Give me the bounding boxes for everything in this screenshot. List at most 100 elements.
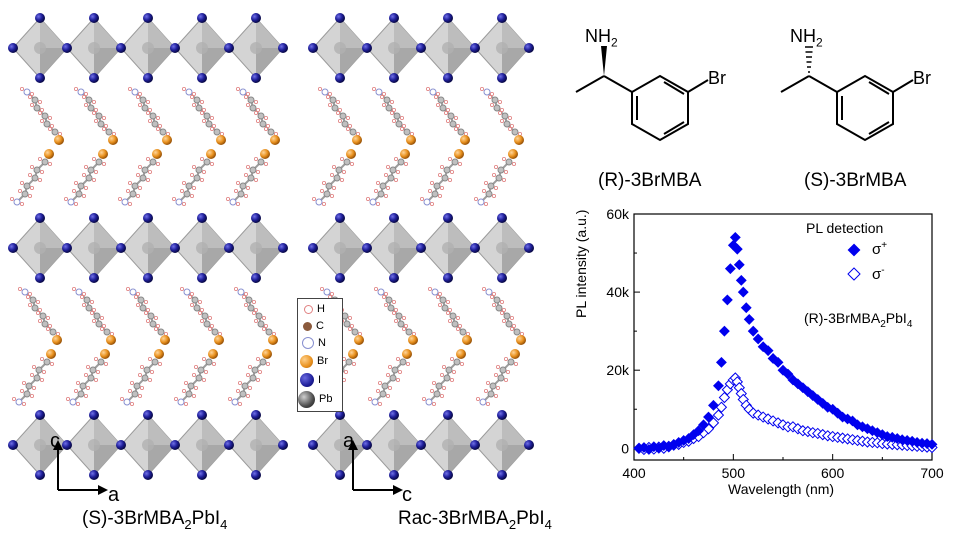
hydrogen-atom [431, 401, 436, 406]
hydrogen-atom [147, 356, 152, 361]
hydrogen-atom [76, 401, 81, 406]
hydrogen-atom [102, 161, 107, 166]
bromine-atom [214, 335, 224, 345]
hydrogen-atom [392, 299, 397, 304]
hydrogen-atom [352, 361, 357, 366]
pb-atom [142, 242, 154, 254]
hydrogen-atom [27, 291, 32, 296]
nitrogen-atom [431, 288, 439, 296]
carbon-atom [333, 174, 341, 182]
hydrogen-atom [237, 401, 242, 406]
carbon-atom [139, 96, 147, 104]
hydrogen-atom [181, 201, 186, 206]
carbon-atom [89, 366, 97, 374]
y-tick-label: 20k [606, 362, 630, 378]
hydrogen-atom [350, 323, 355, 328]
hydrogen-atom [137, 393, 142, 398]
iodide-atom [389, 470, 399, 480]
carbon-atom [33, 166, 41, 174]
sigma-plus-point [743, 314, 755, 325]
iodide-atom [470, 440, 480, 450]
hydrogen-atom [507, 127, 512, 132]
hydrogen-atom [429, 388, 434, 393]
hydrogen-atom [348, 315, 353, 320]
hydrogen-atom [437, 193, 442, 198]
bromine-atom [162, 135, 172, 145]
hydrogen-atom [82, 193, 87, 198]
nitrogen-atom [315, 198, 323, 206]
inorganic-layer [8, 410, 288, 480]
organic-layer [319, 286, 526, 345]
hydrogen-atom [127, 87, 132, 92]
hydrogen-atom [193, 385, 198, 390]
hydrogen-atom [455, 326, 460, 331]
hydrogen-atom [235, 87, 240, 92]
hydrogen-atom [145, 318, 150, 323]
hydrogen-atom [118, 196, 123, 201]
carbon-atom [431, 190, 439, 198]
iodide-atom [443, 213, 453, 223]
hydrogen-atom [145, 156, 150, 161]
iodide-atom [416, 243, 426, 253]
chart-xlabel: Wavelength (nm) [728, 481, 835, 497]
hydrogen-atom [443, 111, 448, 116]
iodide-atom [143, 470, 153, 480]
carbon-atom [195, 166, 203, 174]
hydrogen-atom [253, 111, 258, 116]
carbon-atom [87, 374, 95, 382]
hydrogen-atom [509, 315, 514, 320]
hydrogen-atom [76, 380, 81, 385]
molecule-s-3brmba [780, 46, 914, 142]
hydrogen-atom [473, 196, 478, 201]
iodide-atom [35, 273, 45, 283]
carbon-atom [493, 296, 501, 304]
hydrogen-atom [404, 323, 409, 328]
carbon-atom [379, 182, 387, 190]
carbon-atom [195, 104, 203, 112]
hydrogen-atom [237, 380, 242, 385]
carbon-atom [451, 320, 459, 328]
pb-atom [496, 242, 508, 254]
hydrogen-atom [495, 385, 500, 390]
hydrogen-atom [207, 326, 212, 331]
hydrogen-atom [145, 111, 150, 116]
carbon-atom [133, 382, 141, 390]
carbon-atom [239, 182, 247, 190]
carbon-atom [205, 120, 213, 128]
hydrogen-atom [439, 393, 444, 398]
hydrogen-atom [445, 299, 450, 304]
iodide-atom [308, 440, 318, 450]
carbon-atom [85, 174, 93, 182]
hydrogen-atom [386, 372, 391, 377]
iodide-atom [62, 43, 72, 53]
hydrogen-atom [201, 108, 206, 113]
pb-atom [334, 242, 346, 254]
hydrogen-atom [233, 188, 238, 193]
axis-arrows-middle [348, 440, 403, 495]
hydrogen-atom [157, 124, 162, 129]
hydrogen-atom [493, 393, 498, 398]
sigma-plus-point [731, 243, 743, 255]
carbon-atom [441, 304, 449, 312]
carbon-atom [259, 358, 267, 366]
carbon-atom [149, 112, 157, 120]
hydrogen-atom [32, 385, 37, 390]
pb-atom [496, 439, 508, 451]
carbon-atom [343, 158, 351, 166]
iodide-atom [62, 243, 72, 253]
inorganic-layer [308, 410, 534, 480]
iodide-atom [362, 243, 372, 253]
hydrogen-atom [453, 127, 458, 132]
carbon-atom [77, 182, 85, 190]
carbon-atom [193, 304, 201, 312]
hydrogen-atom [420, 196, 425, 201]
hydrogen-atom [46, 326, 51, 331]
legend-marker-sigma-plus [847, 243, 861, 257]
carbon-atom [249, 166, 257, 174]
hydrogen-atom [386, 164, 391, 169]
carbon-atom [391, 366, 399, 374]
bromine-atom [98, 149, 108, 159]
hydrogen-atom [481, 188, 486, 193]
hydrogen-atom [376, 180, 381, 185]
hydrogen-atom [191, 372, 196, 377]
